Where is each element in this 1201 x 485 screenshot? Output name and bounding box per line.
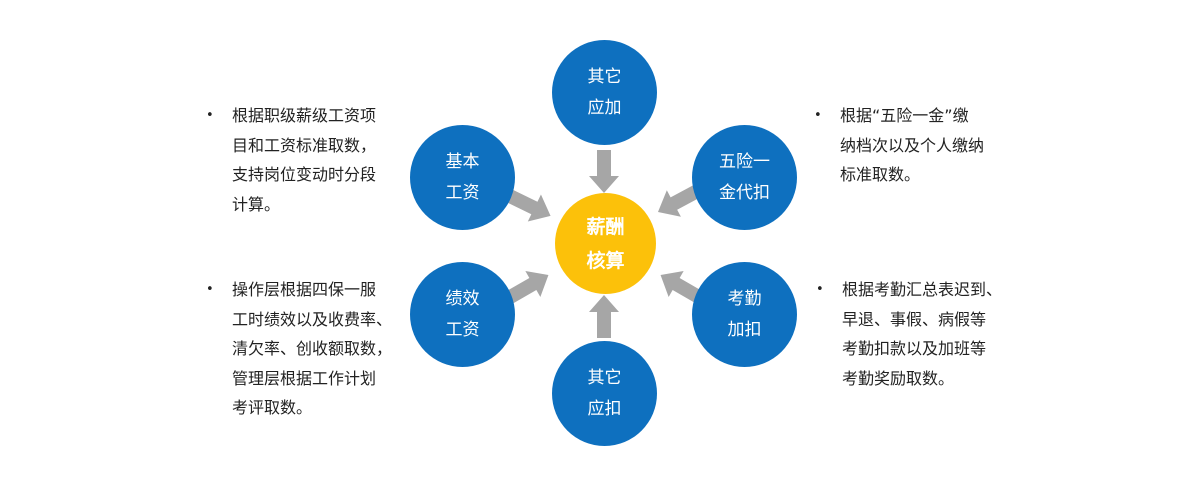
arrow-lower-right — [660, 271, 704, 305]
node-label-line-1: 其它 — [587, 367, 622, 388]
node-other-deductions: 其它 应扣 — [552, 341, 657, 446]
node-label-line-2: 金代扣 — [719, 182, 770, 203]
node-label-line-1: 其它 — [587, 66, 622, 87]
node-label-line-2: 工资 — [445, 319, 480, 340]
note-line: 早退、事假、病假等 — [842, 309, 987, 329]
note-line: 根据“五险一金”缴 — [840, 106, 969, 125]
note-line: 根据考勤汇总表迟到、 — [842, 280, 1003, 299]
note-line: 目和工资标准取数， — [232, 135, 377, 155]
note-line: 清欠率、创收额取数， — [232, 339, 393, 358]
note-line: 根据职级薪级工资项 — [232, 106, 377, 125]
note-line: 纳档次以及个人缴纳 — [840, 135, 985, 155]
note-line: 考勤奖励取数。 — [842, 368, 955, 388]
arrow-upper-right — [657, 184, 702, 217]
note-insurance-deduction: • 根据“五险一金”缴 纳档次以及个人缴纳 标准取数。 — [814, 101, 985, 190]
arrow-upper-left — [506, 189, 551, 222]
center-label-line-2: 核算 — [586, 249, 625, 272]
node-label-line-2: 应加 — [587, 97, 622, 118]
bullet: • — [814, 108, 822, 123]
node-label-line-2: 应扣 — [587, 398, 622, 419]
center-label-line-1: 薪酬 — [586, 215, 625, 238]
node-label-line-1: 绩效 — [445, 288, 480, 309]
arrow-bottom — [589, 295, 619, 338]
bullet: • — [206, 108, 214, 123]
node-label-line-1: 五险一 — [719, 151, 770, 172]
node-label-line-2: 加扣 — [727, 319, 762, 340]
note-attendance-adjustment: • 根据考勤汇总表迟到、 早退、事假、病假等 考勤扣款以及加班等 考勤奖励取数。 — [816, 275, 1003, 393]
bullet: • — [816, 282, 824, 297]
node-label-line-1: 考勤 — [727, 288, 762, 309]
node-insurance-deduction: 五险一 金代扣 — [692, 125, 797, 230]
arrow-top — [589, 150, 619, 193]
node-performance-salary: 绩效 工资 — [410, 262, 515, 367]
node-label-line-1: 基本 — [445, 151, 480, 172]
bullet: • — [206, 282, 214, 297]
note-basic-salary: • 根据职级薪级工资项 目和工资标准取数， 支持岗位变动时分段 计算。 — [206, 101, 377, 219]
note-line: 标准取数。 — [840, 165, 921, 184]
node-basic-salary: 基本 工资 — [410, 125, 515, 230]
note-line: 工时绩效以及收费率、 — [232, 309, 393, 329]
note-line: 考评取数。 — [232, 398, 313, 417]
note-line: 考勤扣款以及加班等 — [842, 339, 987, 358]
node-other-additions: 其它 应加 — [552, 40, 657, 145]
node-label-line-2: 工资 — [445, 182, 480, 203]
note-line: 操作层根据四保一服 — [232, 280, 377, 299]
note-line: 计算。 — [232, 194, 281, 214]
note-line: 管理层根据工作计划 — [232, 368, 377, 388]
note-performance-salary: • 操作层根据四保一服 工时绩效以及收费率、 清欠率、创收额取数， 管理层根据工… — [206, 275, 393, 423]
note-line: 支持岗位变动时分段 — [232, 165, 377, 184]
arrow-lower-left — [505, 271, 549, 305]
center-node-salary-accounting: 薪酬 核算 — [555, 193, 656, 294]
node-attendance-adjustment: 考勤 加扣 — [692, 262, 797, 367]
